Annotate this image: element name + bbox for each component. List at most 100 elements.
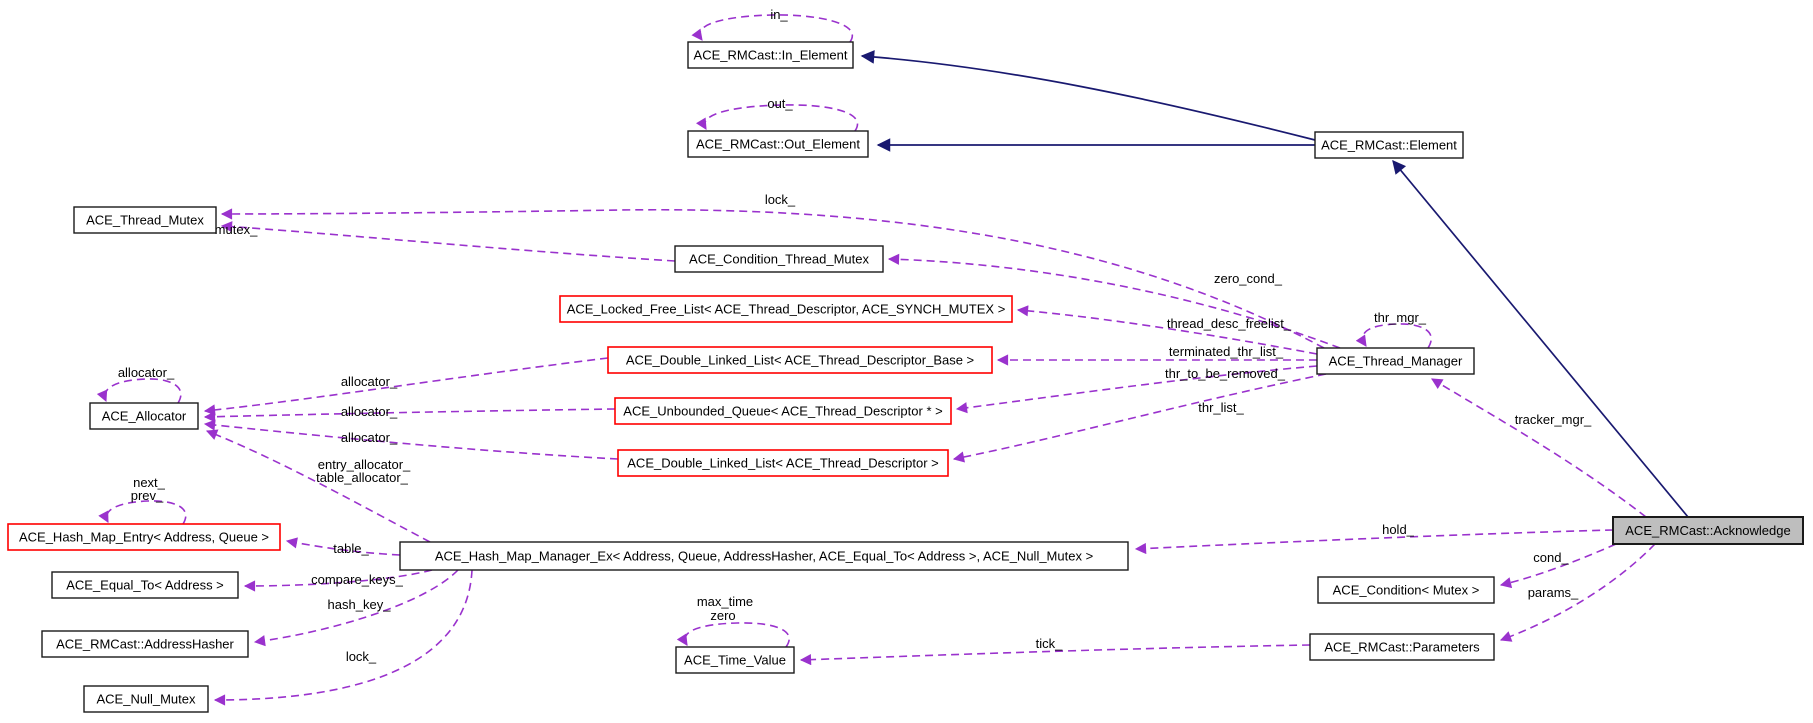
node-box-allocator[interactable] xyxy=(89,402,199,430)
edge-label-params-edge: params_ xyxy=(1528,585,1579,600)
edge-label-allocator-edge-1: allocator_ xyxy=(341,374,398,389)
node-null-mutex[interactable]: ACE_Null_Mutex xyxy=(83,685,209,713)
node-box-null-mutex[interactable] xyxy=(83,685,209,713)
node-parameters[interactable]: ACE_RMCast::Parameters xyxy=(1309,633,1495,661)
edge-label-thread-desc-freelist-edge: thread_desc_freelist_ xyxy=(1167,316,1292,331)
node-label-parameters: ACE_RMCast::Parameters xyxy=(1324,640,1480,655)
node-label-out-element: ACE_RMCast::Out_Element xyxy=(696,137,860,152)
node-acknowledge[interactable]: ACE_RMCast::Acknowledge xyxy=(1612,516,1804,545)
node-thread-mutex[interactable]: ACE_Thread_Mutex xyxy=(73,206,217,234)
edge-label-next-prev-self-loop-1: prev_ xyxy=(131,488,164,503)
node-label-address-hasher: ACE_RMCast::AddressHasher xyxy=(56,637,234,652)
node-box-thread-manager[interactable] xyxy=(1316,347,1475,375)
edge-label-cond-edge: cond_ xyxy=(1533,550,1569,565)
node-box-in-element[interactable] xyxy=(687,41,854,69)
node-label-in-element: ACE_RMCast::In_Element xyxy=(694,48,848,63)
edges-layer xyxy=(96,14,1689,706)
node-address-hasher[interactable]: ACE_RMCast::AddressHasher xyxy=(41,630,249,658)
node-condition-mutex[interactable]: ACE_Condition< Mutex > xyxy=(1317,576,1495,604)
edge-thread-desc-freelist-edge xyxy=(1016,305,1318,355)
node-label-locked-free-list: ACE_Locked_Free_List< ACE_Thread_Descrip… xyxy=(567,302,1006,317)
edge-allocator-edge-2 xyxy=(203,408,616,423)
node-box-time-value[interactable] xyxy=(675,646,795,674)
node-out-element[interactable]: ACE_RMCast::Out_Element xyxy=(687,130,869,158)
node-label-double-linked-list-base: ACE_Double_Linked_List< ACE_Thread_Descr… xyxy=(626,353,974,368)
node-double-linked-list[interactable]: ACE_Double_Linked_List< ACE_Thread_Descr… xyxy=(617,449,949,477)
edge-label-tick-edge: tick_ xyxy=(1036,636,1064,651)
edge-label-next-prev-self-loop-0: next_ xyxy=(133,475,166,490)
node-in-element[interactable]: ACE_RMCast::In_Element xyxy=(687,41,854,69)
edge-out-self-loop xyxy=(696,104,859,132)
node-allocator[interactable]: ACE_Allocator xyxy=(89,402,199,430)
node-box-double-linked-list[interactable] xyxy=(617,449,949,477)
node-unbounded-queue[interactable]: ACE_Unbounded_Queue< ACE_Thread_Descript… xyxy=(614,397,952,425)
node-label-thread-mutex: ACE_Thread_Mutex xyxy=(86,213,204,228)
node-box-address-hasher[interactable] xyxy=(41,630,249,658)
edge-compare-keys-edge xyxy=(243,569,433,592)
node-box-element[interactable] xyxy=(1314,131,1464,159)
node-box-hash-map-entry[interactable] xyxy=(7,523,281,551)
node-label-null-mutex: ACE_Null_Mutex xyxy=(97,692,196,707)
edge-cond-edge xyxy=(1499,543,1617,589)
node-label-unbounded-queue: ACE_Unbounded_Queue< ACE_Thread_Descript… xyxy=(623,404,942,419)
edge-label-thr-to-be-removed-edge: thr_to_be_removed_ xyxy=(1165,366,1286,381)
edge-label-lock-null-mutex-edge: lock_ xyxy=(346,649,377,664)
edge-tick-edge xyxy=(799,644,1311,666)
edge-label-allocator-edge-2: allocator_ xyxy=(341,404,398,419)
edge-table-edge xyxy=(285,537,401,556)
node-hash-map-entry[interactable]: ACE_Hash_Map_Entry< Address, Queue > xyxy=(7,523,281,551)
node-box-acknowledge[interactable] xyxy=(1612,516,1804,545)
edge-entry-table-allocator-edge xyxy=(205,429,431,543)
node-label-allocator: ACE_Allocator xyxy=(102,409,187,424)
edge-thr-to-be-removed-edge xyxy=(955,365,1318,414)
node-element[interactable]: ACE_RMCast::Element xyxy=(1314,131,1464,159)
node-box-double-linked-list-base[interactable] xyxy=(607,346,993,374)
nodes-layer: ACE_RMCast::In_ElementACE_RMCast::Out_El… xyxy=(7,41,1804,713)
edge-acknowledge-inherits-element xyxy=(1392,159,1689,518)
edge-label-time-value-self-loop-0: max_time xyxy=(697,594,753,609)
edge-lock-null-mutex-edge xyxy=(213,569,473,706)
edge-thr-list-edge xyxy=(952,373,1327,463)
node-label-time-value: ACE_Time_Value xyxy=(684,653,786,668)
node-label-equal-to: ACE_Equal_To< Address > xyxy=(66,578,224,593)
node-box-condition-thread-mutex[interactable] xyxy=(674,245,884,273)
edge-hash-key-edge xyxy=(253,569,459,647)
edge-tracker-mgr-edge xyxy=(1431,378,1647,518)
edge-thr-mgr-self-loop xyxy=(1355,323,1432,349)
edge-label-time-value-self-loop-1: zero xyxy=(710,608,735,623)
edge-time-value-self-loop xyxy=(676,622,790,648)
node-hash-map-manager[interactable]: ACE_Hash_Map_Manager_Ex< Address, Queue,… xyxy=(399,541,1129,571)
edge-params-edge xyxy=(1499,543,1656,642)
node-double-linked-list-base[interactable]: ACE_Double_Linked_List< ACE_Thread_Descr… xyxy=(607,346,993,374)
edge-label-hash-key-edge: hash_key_ xyxy=(328,597,392,612)
edge-in-self-loop xyxy=(691,14,854,43)
node-condition-thread-mutex[interactable]: ACE_Condition_Thread_Mutex xyxy=(674,245,884,273)
edge-label-thr-list-edge: thr_list_ xyxy=(1198,400,1244,415)
node-locked-free-list[interactable]: ACE_Locked_Free_List< ACE_Thread_Descrip… xyxy=(559,295,1013,323)
edge-label-hold-edge: hold_ xyxy=(1382,522,1415,537)
edge-allocator-edge-1 xyxy=(203,357,609,416)
node-box-unbounded-queue[interactable] xyxy=(614,397,952,425)
node-box-locked-free-list[interactable] xyxy=(559,295,1013,323)
node-label-hash-map-manager: ACE_Hash_Map_Manager_Ex< Address, Queue,… xyxy=(435,549,1093,564)
node-label-element: ACE_RMCast::Element xyxy=(1321,138,1457,153)
node-box-equal-to[interactable] xyxy=(51,571,239,599)
node-box-parameters[interactable] xyxy=(1309,633,1495,661)
node-time-value[interactable]: ACE_Time_Value xyxy=(675,646,795,674)
node-label-hash-map-entry: ACE_Hash_Map_Entry< Address, Queue > xyxy=(19,530,269,545)
node-box-thread-mutex[interactable] xyxy=(73,206,217,234)
node-box-condition-mutex[interactable] xyxy=(1317,576,1495,604)
node-box-out-element[interactable] xyxy=(687,130,869,158)
edge-label-compare-keys-edge: compare_keys_ xyxy=(311,572,404,587)
edge-zero-cond-edge xyxy=(887,253,1341,349)
edge-allocator-edge-3 xyxy=(203,419,619,460)
node-thread-manager[interactable]: ACE_Thread_Manager xyxy=(1316,347,1475,375)
edge-label-table-edge: table_ xyxy=(333,541,369,556)
node-label-thread-manager: ACE_Thread_Manager xyxy=(1329,354,1463,369)
edge-label-allocator-self-loop: allocator_ xyxy=(118,365,175,380)
node-box-hash-map-manager[interactable] xyxy=(399,541,1129,571)
edge-hold-edge xyxy=(1134,529,1614,555)
node-equal-to[interactable]: ACE_Equal_To< Address > xyxy=(51,571,239,599)
